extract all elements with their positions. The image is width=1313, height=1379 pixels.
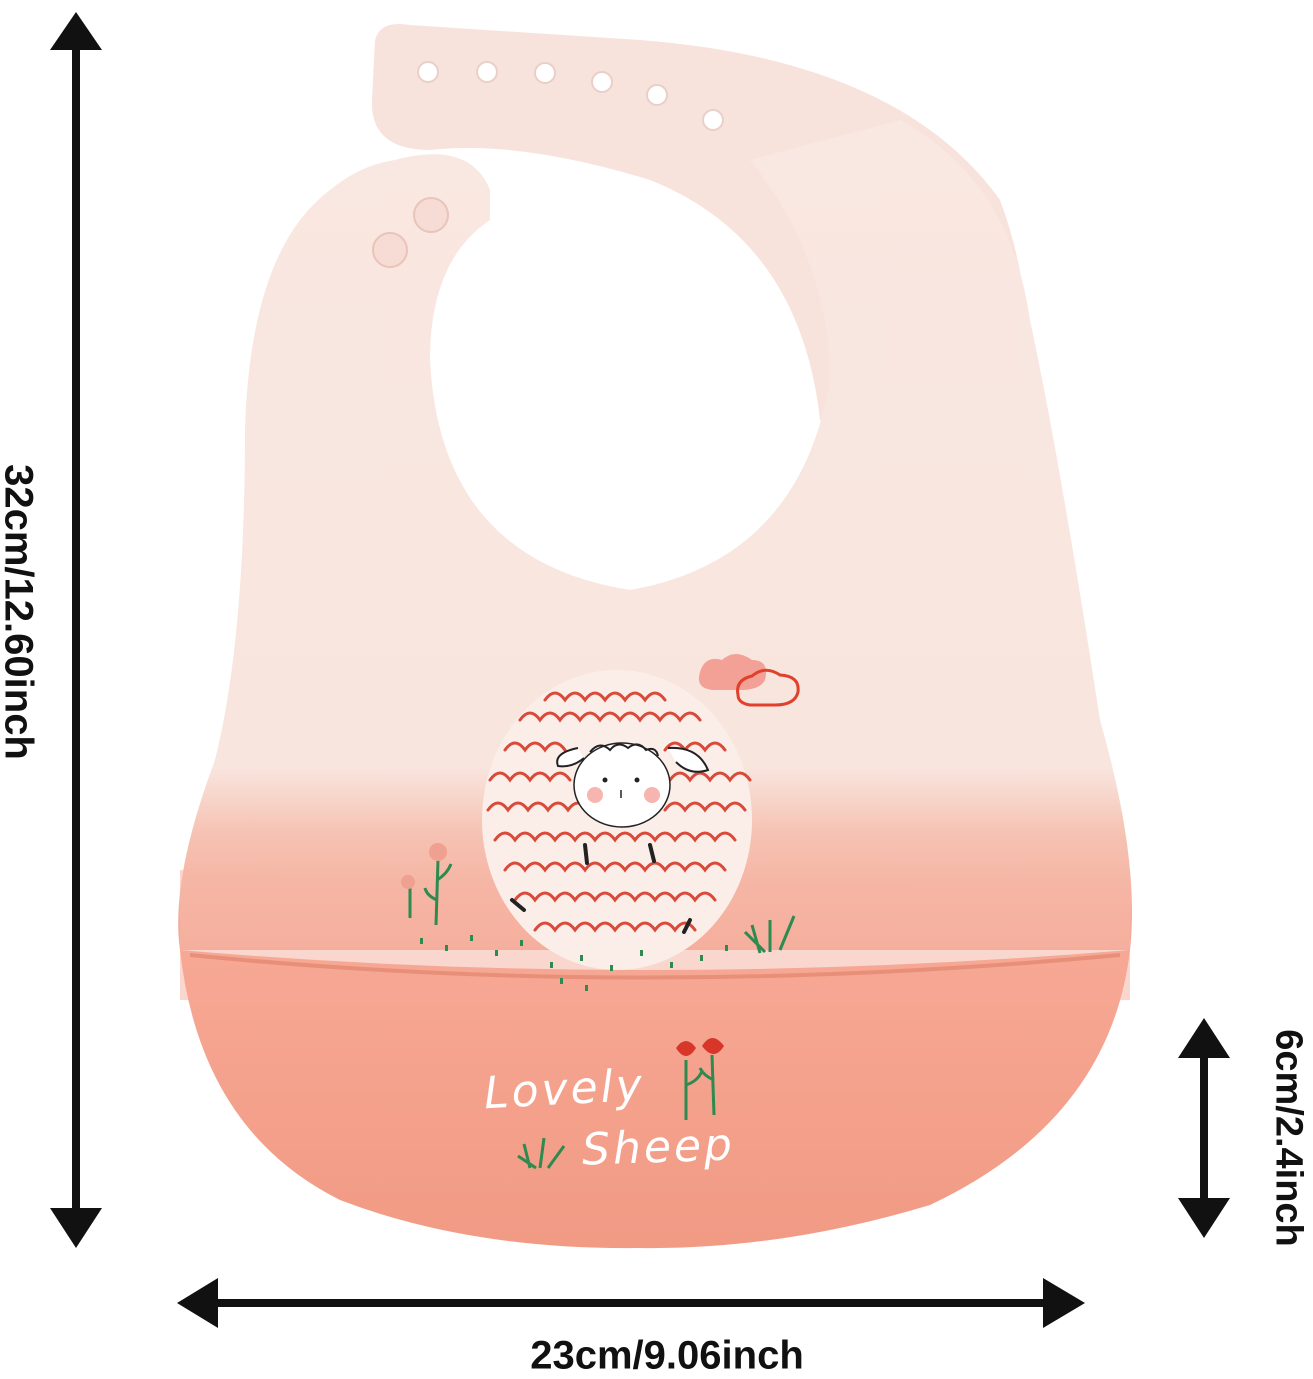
width-dimension-label: 23cm/9.06inch [530,1333,804,1378]
height-dimension-label: 32cm/12.60inch [0,464,41,760]
pocket-flower-decoration [517,1038,724,1170]
cloud-icon [698,654,800,707]
snap-buttons [372,197,449,268]
height-arrow [50,12,102,1248]
bib-body [178,120,1132,950]
strap-holes [417,61,724,131]
pocket-arrow [1178,1018,1230,1238]
print-text-lovely: Lovely [482,1059,647,1120]
bib-pocket [180,950,1130,1249]
print-text-sheep: Sheep [581,1119,736,1176]
width-arrow [177,1278,1085,1328]
pocket-dimension-label: 6cm/2.4inch [1267,1029,1310,1247]
sheep-illustration [482,670,752,970]
flower-decoration [401,843,796,991]
